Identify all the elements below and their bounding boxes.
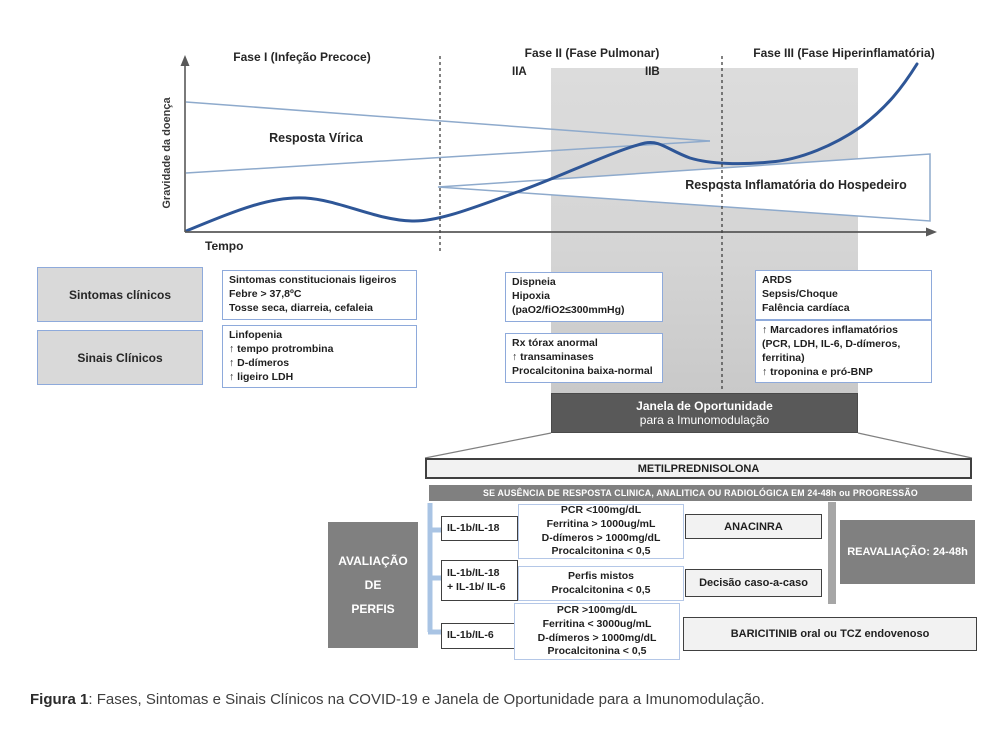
profile-assessment-box: AVALIAÇÃO DE PERFIS bbox=[328, 522, 418, 648]
phase2a-label: IIA bbox=[512, 66, 527, 78]
figure-caption: Figura 1: Fases, Sintomas e Sinais Clíni… bbox=[30, 691, 980, 708]
text-line: (paO2/fiO2≤300mmHg) bbox=[512, 303, 625, 316]
text-line: (PCR, LDH, IL-6, D-dímeros, bbox=[762, 337, 901, 350]
phase3-signs-box: ↑ Marcadores inflamatórios (PCR, LDH, IL… bbox=[755, 320, 932, 383]
phase1-signs-box: Linfopenia ↑ tempo protrombina ↑ D-dímer… bbox=[222, 325, 417, 388]
phase2-symptoms-box: Dispneia Hipoxia (paO2/fiO2≤300mmHg) bbox=[505, 272, 663, 322]
text-line: ferritina) bbox=[762, 351, 805, 364]
phase2b-label: IIB bbox=[645, 66, 660, 78]
text-line: ↑ tempo protrombina bbox=[229, 342, 334, 355]
phase3-title: Fase III (Fase Hiperinflamatória) bbox=[753, 46, 935, 60]
window-of-opportunity-box: Janela de Oportunidade para a Imunomodul… bbox=[551, 393, 858, 433]
y-axis-arrow-icon bbox=[180, 55, 190, 66]
text-line: Rx tórax anormal bbox=[512, 337, 598, 349]
text-line: D-dímeros > 1000mg/dL bbox=[537, 631, 657, 644]
window-line1: Janela de Oportunidade bbox=[636, 399, 773, 413]
funnel-connector-right bbox=[857, 432, 973, 459]
text-line: D-dímeros > 1000mg/dL bbox=[541, 531, 661, 544]
text-line: Ferritina < 3000ug/mL bbox=[542, 617, 652, 630]
text-line: Perfis mistos bbox=[568, 569, 634, 582]
text-line: ↑ transaminases bbox=[512, 350, 594, 363]
escalation-rule-bar: SE AUSÊNCIA DE RESPOSTA CLINICA, ANALITI… bbox=[429, 485, 972, 501]
text-line: Ferritina > 1000ug/mL bbox=[546, 517, 656, 530]
figure-caption-label: Figura 1 bbox=[30, 691, 89, 708]
text-line: + IL-1b/ IL-6 bbox=[447, 580, 506, 593]
figure-caption-text: : Fases, Sintomas e Sinais Clínicos na C… bbox=[88, 691, 765, 708]
text-line: Procalcitonina baixa-normal bbox=[512, 364, 653, 377]
text-line: IL-1b/IL-18 bbox=[447, 521, 500, 534]
phase1-symptoms-box: Sintomas constitucionais ligeiros Febre … bbox=[222, 270, 417, 320]
window-line2: para a Imunomodulação bbox=[639, 413, 770, 427]
branch2-criteria-box: Perfis mistos Procalcitonina < 0,5 bbox=[518, 566, 684, 601]
branch2-treatment-box: Decisão caso-a-caso bbox=[685, 569, 822, 597]
text-line: Procalcitonina < 0,5 bbox=[551, 545, 651, 558]
reassessment-box: REAVALIAÇÃO: 24-48h bbox=[840, 520, 975, 584]
x-axis-arrow-icon bbox=[926, 227, 937, 237]
text-line: Hipoxia bbox=[512, 289, 550, 302]
text-line: PERFIS bbox=[351, 602, 395, 616]
text-line: ARDS bbox=[762, 274, 792, 286]
branch2-profile-box: IL-1b/IL-18 + IL-1b/ IL-6 bbox=[441, 560, 518, 601]
y-axis-label: Gravidade da doença bbox=[161, 97, 173, 209]
text-line: Febre > 37,8ºC bbox=[229, 287, 302, 300]
branch1-criteria-box: PCR <100mg/dL Ferritina > 1000ug/mL D-dí… bbox=[518, 504, 684, 559]
signs-row-label: Sinais Clínicos bbox=[37, 330, 203, 385]
first-line-treatment-box: METILPREDNISOLONA bbox=[425, 458, 972, 479]
text-line: IL-1b/IL-18 bbox=[447, 566, 500, 579]
phase2-title: Fase II (Fase Pulmonar) bbox=[524, 46, 660, 60]
inflammatory-response-label: Resposta Inflamatória do Hospedeiro bbox=[685, 178, 907, 192]
text-line: ↑ D-dímeros bbox=[229, 356, 290, 369]
text-line: Sepsis/Choque bbox=[762, 287, 838, 300]
text-line: ↑ troponina e pró-BNP bbox=[762, 365, 873, 378]
viral-response-label: Resposta Vírica bbox=[269, 131, 363, 145]
symptoms-row-label: Sintomas clínicos bbox=[37, 267, 203, 322]
text-line: Falência cardíaca bbox=[762, 301, 850, 314]
text-line: Dispneia bbox=[512, 276, 556, 288]
branch3-criteria-box: PCR >100mg/dL Ferritina < 3000ug/mL D-dí… bbox=[514, 603, 680, 660]
text-line: IL-1b/IL-6 bbox=[447, 629, 494, 642]
text-line: Procalcitonina < 0,5 bbox=[551, 583, 651, 596]
text-line: Linfopenia bbox=[229, 329, 283, 341]
branch3-treatment-box: BARICITINIB oral ou TCZ endovenoso bbox=[683, 617, 977, 651]
text-line: Procalcitonina < 0,5 bbox=[547, 645, 647, 658]
funnel-connector-left bbox=[424, 432, 552, 459]
branch1-profile-box: IL-1b/IL-18 bbox=[441, 516, 518, 541]
text-line: ↑ ligeiro LDH bbox=[229, 370, 294, 383]
text-line: PCR >100mg/dL bbox=[556, 603, 638, 616]
text-line: ↑ Marcadores inflamatórios bbox=[762, 324, 898, 336]
branch1-treatment-box: ANACINRA bbox=[685, 514, 822, 539]
text-line: DE bbox=[364, 578, 382, 592]
reassessment-bracket-bar bbox=[828, 502, 836, 604]
text-line: Sintomas constitucionais ligeiros bbox=[229, 274, 397, 286]
text-line: PCR <100mg/dL bbox=[560, 503, 642, 516]
phase3-symptoms-box: ARDS Sepsis/Choque Falência cardíaca bbox=[755, 270, 932, 320]
text-line: AVALIAÇÃO bbox=[338, 554, 408, 568]
x-axis-label: Tempo bbox=[205, 239, 244, 253]
branch3-profile-box: IL-1b/IL-6 bbox=[441, 623, 518, 649]
phase2-signs-box: Rx tórax anormal ↑ transaminases Procalc… bbox=[505, 333, 663, 383]
phase1-title: Fase I (Infeção Precoce) bbox=[233, 50, 371, 64]
text-line: Tosse seca, diarreia, cefaleia bbox=[229, 301, 373, 314]
